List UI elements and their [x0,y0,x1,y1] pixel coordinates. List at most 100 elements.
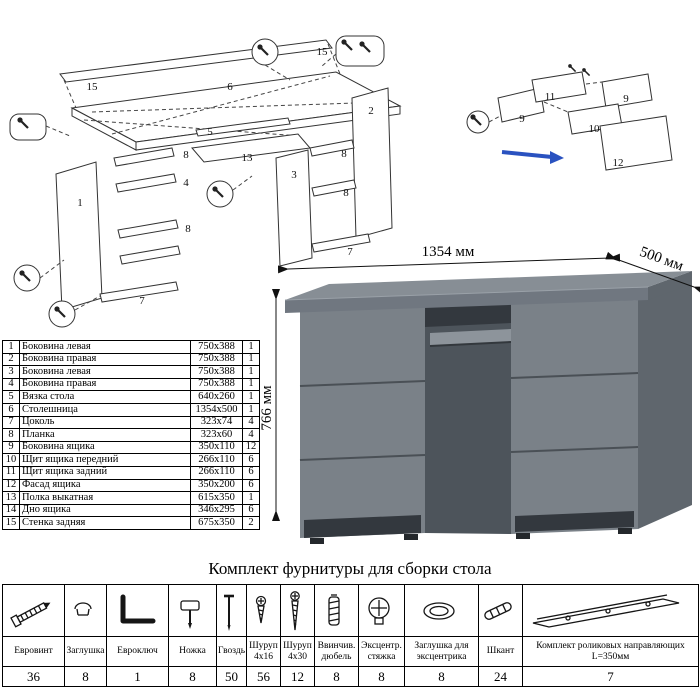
svg-text:8: 8 [343,187,349,199]
part-num: 12 [2,478,20,493]
part-qty: 4 [241,428,261,442]
hex-key-icon [106,584,169,637]
part-qty: 6 [241,453,261,467]
drawer-part-number-labels: 11 9 9 10 12 [519,91,629,169]
hardware-name: Комплект роликовых направляющих L=350мм [522,636,699,667]
back-panel-part [59,39,333,83]
svg-text:1: 1 [77,197,83,209]
drawer-exploded-diagram: 11 9 9 10 12 [466,63,673,171]
part-size: 615x350 [190,491,243,505]
svg-text:13: 13 [242,152,254,164]
part-size: 675x350 [190,516,243,530]
hardware-qty: 8 [404,666,479,687]
svg-text:2: 2 [368,105,374,117]
hardware-callouts [9,35,385,328]
hardware-table: Евровинт Заглушка Евроключ Ножка Гвоздь … [2,584,699,687]
part-num: 4 [2,377,20,392]
dimension-depth-label: 500 мм [637,244,685,275]
svg-text:4: 4 [183,177,189,189]
svg-text:9: 9 [623,93,629,105]
part-size: 346x295 [190,503,243,518]
part-num: 11 [2,465,20,480]
right-side-panel-part [351,87,393,239]
part-qty: 1 [241,390,261,404]
desk-right-pedestal [511,300,638,534]
part-size: 750x388 [190,352,243,367]
svg-text:12: 12 [613,157,624,169]
part-num: 5 [2,390,20,404]
part-size: 266x110 [190,453,243,467]
part-size: 1354x500 [190,402,243,417]
hardware-name: Заглушка [64,636,107,667]
plug-icon [64,584,107,637]
part-qty: 6 [241,503,261,518]
part-qty: 6 [241,465,261,480]
hardware-name: Ввинчив. дюбель [314,636,359,667]
left-side-panel-part [55,161,103,311]
euro-screw-icon [2,584,65,637]
hardware-icon-row [2,584,699,637]
dimension-annotations [272,251,700,521]
drawer-side-panel-part [497,87,545,123]
part-qty: 12 [241,440,261,455]
hardware-qty: 1 [106,666,169,687]
part-name: Боковина ящика [18,440,192,455]
desk-left-pedestal [300,307,425,538]
part-name: Фасад ящика [18,478,192,493]
hardware-name: Шкант [478,636,523,667]
part-size: 350x110 [190,440,243,455]
hardware-name: Гвоздь [216,636,247,667]
hardware-name: Ножка [168,636,217,667]
svg-text:7: 7 [347,246,353,258]
part-num: 6 [2,402,20,417]
drawer-facade-part [599,115,673,171]
screw-dowel-icon [314,584,359,637]
drawer-back-panel-part [531,71,587,103]
part-name: Вязка стола [18,390,192,404]
hardware-qty: 8 [64,666,107,687]
part-qty: 1 [241,340,261,354]
svg-text:7: 7 [139,295,145,307]
cam-cover-icon [404,584,479,637]
keyboard-tray [430,329,511,346]
desk-feet [310,528,632,544]
hardware-qty-row: 36 8 1 8 50 56 12 8 8 8 24 7 [2,666,699,687]
svg-text:3: 3 [291,169,297,181]
part-name: Цоколь [18,415,192,430]
part-num: 10 [2,453,20,467]
part-name: Полка выкатная [18,491,192,505]
part-qty: 2 [241,516,261,530]
right-plank-parts [99,139,371,303]
hardware-qty: 56 [246,666,281,687]
dimension-width-label: 1354 мм [422,244,475,260]
svg-text:6: 6 [227,81,233,93]
hardware-qty: 7 [522,666,699,687]
part-qty: 1 [241,377,261,392]
hardware-name: Эксцентр. стяжка [358,636,405,667]
hardware-qty: 50 [216,666,247,687]
hardware-qty: 8 [314,666,359,687]
svg-text:15: 15 [317,46,329,58]
desk-right-plinth [515,511,634,532]
part-name: Столешница [18,402,192,417]
hardware-name: Евроключ [106,636,169,667]
part-num: 2 [2,352,20,367]
drawer-gap-lines [299,372,639,461]
hardware-name: Заглушка для эксцентрика [404,636,479,667]
assembly-exploded-diagram: 15 6 15 2 5 13 3 1 8 4 8 8 8 7 7 [9,35,402,328]
tabletop-part [70,71,402,151]
cam-lock-icon [358,584,405,637]
desk-center-opening [425,304,512,534]
drawer-slides-icon [522,584,699,637]
part-name: Дно ящика [18,503,192,518]
part-qty: 4 [241,415,261,430]
